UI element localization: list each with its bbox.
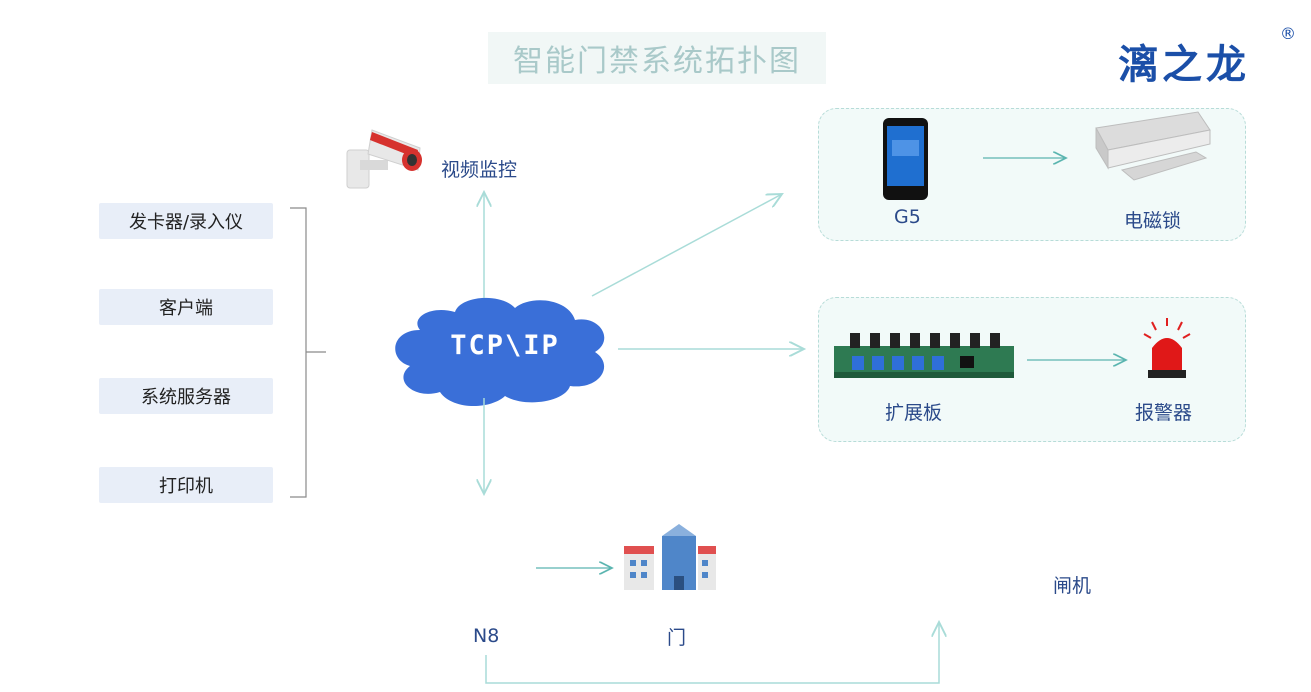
camera-icon [346, 129, 422, 189]
camera-label: 视频监控 [441, 159, 518, 181]
tcp-ip-label: TCP\IP [450, 330, 560, 361]
cloud-icon [395, 297, 605, 407]
alarm-light-icon [1143, 318, 1191, 378]
card-issuer-box: 发卡器/录入仪 [99, 203, 273, 239]
n8-label: N8 [473, 625, 500, 647]
building-icon [624, 524, 716, 590]
expansion-board-icon [834, 333, 1014, 378]
client-box: 客户端 [99, 289, 273, 325]
registered-mark: ® [1280, 24, 1296, 43]
gate-label: 闸机 [1053, 575, 1092, 597]
magnetic-lock-icon [1095, 111, 1211, 181]
door-label: 门 [667, 627, 687, 649]
printer-box: 打印机 [99, 467, 273, 503]
g5-terminal-icon [883, 118, 928, 200]
page-title: 智能门禁系统拓扑图 [488, 32, 826, 84]
lock-label: 电磁锁 [1124, 210, 1182, 232]
g5-label: G5 [894, 206, 921, 228]
brand-logo: 漓之龙 [1118, 42, 1250, 88]
server-box: 系统服务器 [99, 378, 273, 414]
board-label: 扩展板 [885, 402, 943, 424]
alarm-label: 报警器 [1135, 402, 1193, 424]
left-bracket [290, 207, 307, 498]
